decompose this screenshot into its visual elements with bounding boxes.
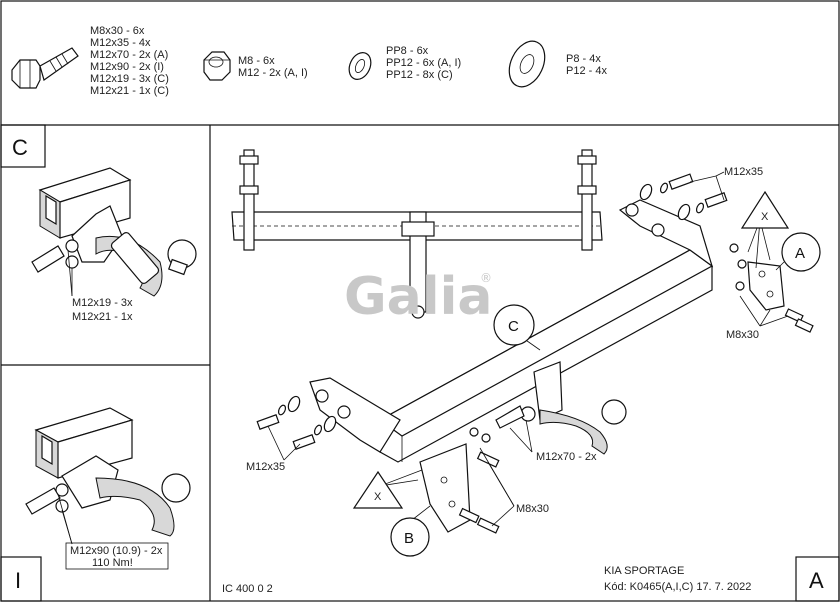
callout-a-label: A xyxy=(795,245,805,262)
bolt-spec-6: M12x21 - 1x (C) xyxy=(90,85,169,97)
flat-washer-spec-1: P8 - 4x xyxy=(566,53,601,65)
tube-section-icon xyxy=(38,167,132,239)
spring-washer-spec-3: PP12 - 8x (C) xyxy=(386,69,453,81)
panel-i-letter: I xyxy=(15,568,21,593)
hardware-top-right xyxy=(639,173,728,221)
callout-x-top: X xyxy=(740,190,790,229)
variant-letter: A xyxy=(809,568,824,593)
spring-washer-spec-1: PP8 - 6x xyxy=(386,45,429,57)
torque-box xyxy=(65,542,169,570)
callout-a: A xyxy=(781,232,821,272)
towball-assembly-c xyxy=(31,205,197,297)
bolt-spec-2: M12x35 - 4x xyxy=(90,37,151,49)
label-m8x30-bottom: M8x30 xyxy=(516,503,549,515)
panel-i-letter-box xyxy=(0,556,42,602)
label-m12x35-top: M12x35 xyxy=(724,166,763,178)
bolt-icon xyxy=(11,47,79,89)
label-m12x35-left: M12x35 xyxy=(246,461,285,473)
legend-spring-washer: PP8 - 6x PP12 - 6x (A, I) PP12 - 8x (C) xyxy=(348,45,461,81)
callout-x-top-label: X xyxy=(761,211,769,223)
flat-washer-spec-2: P12 - 4x xyxy=(566,65,607,77)
towball-assembly-main xyxy=(495,361,627,455)
main-assembly: Galia ® xyxy=(231,149,821,557)
spring-washer-spec-2: PP12 - 6x (A, I) xyxy=(386,57,461,69)
panel-c: C M12x19 - 3x M12x21 - 1x xyxy=(0,124,197,323)
main-crossbeam xyxy=(309,199,714,463)
bolt-spec-5: M12x19 - 3x (C) xyxy=(90,73,169,85)
nut-spec-2: M12 - 2x (A, I) xyxy=(238,67,308,79)
panel-c-label-2: M12x21 - 1x xyxy=(72,311,133,323)
panel-c-label-1: M12x19 - 3x xyxy=(72,297,133,309)
callout-b: B xyxy=(390,517,430,557)
bolt-spec-3: M12x70 - 2x (A) xyxy=(90,49,168,61)
side-bracket-b xyxy=(419,443,471,533)
spring-washer-icon xyxy=(348,52,372,80)
panel-i-label-2: 110 Nm! xyxy=(92,557,133,569)
tow-ball-main xyxy=(601,399,627,425)
vehicle-name: KIA SPORTAGE xyxy=(604,565,684,577)
hardware-right xyxy=(729,243,814,333)
callout-c-label: C xyxy=(508,318,519,335)
legend-bolt: M8x30 - 6x M12x35 - 4x M12x70 - 2x (A) M… xyxy=(11,25,169,97)
brand-watermark: Galia xyxy=(344,267,493,327)
callout-c: C xyxy=(493,304,535,346)
rear-crossbar xyxy=(231,149,603,319)
brand-mark: ® xyxy=(480,271,492,285)
tube-section-icon-i xyxy=(34,407,134,479)
panel-i-label-1: M12x90 (10.9) - 2x xyxy=(70,545,163,557)
label-m12x70: M12x70 - 2x xyxy=(536,451,597,463)
panel-c-letter-box xyxy=(0,124,46,168)
nut-icon xyxy=(203,51,231,81)
bolt-spec-4: M12x90 - 2x (I) xyxy=(90,61,164,73)
callout-x-bottom: X xyxy=(352,470,404,509)
legend-flat-washer: P8 - 4x P12 - 4x xyxy=(508,40,607,88)
vehicle-code: Kód: K0465(A,I,C) 17. 7. 2022 xyxy=(604,581,751,593)
hardware-bottom xyxy=(458,427,500,534)
variant-letter-box xyxy=(795,556,840,602)
panel-c-letter: C xyxy=(12,135,28,160)
flat-washer-icon xyxy=(508,40,546,88)
bolt-spec-1: M8x30 - 6x xyxy=(90,25,145,37)
tow-ball-i xyxy=(161,473,191,503)
side-bracket-a xyxy=(747,261,785,311)
panel-i: I M12x90 (10.9) - 2x 110 Nm! xyxy=(0,407,191,602)
doc-id: IC 400 0 2 xyxy=(222,583,273,595)
legend-nut: M8 - 6x M12 - 2x (A, I) xyxy=(203,51,308,81)
callout-b-label: B xyxy=(404,530,414,547)
callout-x-bottom-label: X xyxy=(374,491,382,503)
towball-assembly-i xyxy=(25,455,191,537)
label-m8x30-right: M8x30 xyxy=(726,329,759,341)
nut-spec-1: M8 - 6x xyxy=(238,55,275,67)
